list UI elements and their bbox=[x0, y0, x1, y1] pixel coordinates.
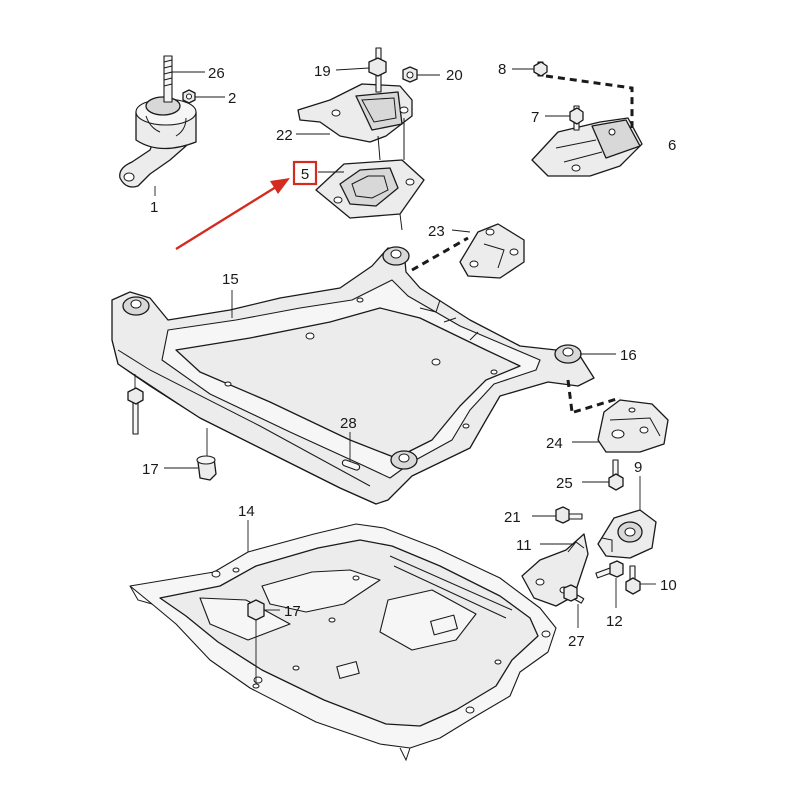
callout-17-upper: 17 bbox=[142, 461, 159, 478]
callout-15: 15 bbox=[222, 271, 239, 288]
callout-26: 26 bbox=[208, 65, 225, 82]
callout-17-lower: 17 bbox=[284, 603, 301, 620]
bolt-part-27[interactable] bbox=[563, 584, 585, 604]
stud-bolt-part-26[interactable] bbox=[163, 55, 173, 103]
bushing-part-17-upper[interactable] bbox=[196, 455, 217, 481]
bolt-part-25[interactable] bbox=[608, 459, 624, 491]
mount-bracket-part-22[interactable] bbox=[297, 83, 413, 143]
callout-24: 24 bbox=[546, 435, 563, 452]
bolt-part-8[interactable] bbox=[533, 61, 548, 77]
callout-10: 10 bbox=[660, 577, 677, 594]
bolt-part-19[interactable] bbox=[368, 47, 387, 93]
callout-7: 7 bbox=[531, 109, 539, 126]
torque-rod-mount-part-9[interactable] bbox=[597, 509, 657, 559]
bracket-part-24[interactable] bbox=[597, 399, 669, 453]
red-pointer-arrow bbox=[175, 178, 290, 251]
bolt-left-subframe[interactable] bbox=[127, 387, 144, 435]
engine-mount-part-1[interactable] bbox=[119, 96, 197, 188]
callout-22: 22 bbox=[276, 127, 293, 144]
bolt-part-12[interactable] bbox=[595, 560, 624, 579]
fastener-part-17-lower[interactable] bbox=[247, 599, 265, 689]
callout-9: 9 bbox=[634, 459, 642, 476]
mount-bracket-part-6[interactable] bbox=[531, 117, 643, 177]
bolt-part-21[interactable] bbox=[555, 506, 583, 524]
subframe-part-15[interactable] bbox=[111, 246, 595, 505]
bracket-part-23[interactable] bbox=[459, 223, 525, 279]
callout-28: 28 bbox=[340, 415, 357, 432]
callout-14: 14 bbox=[238, 503, 255, 520]
nut-part-20[interactable] bbox=[402, 66, 418, 83]
callout-1: 1 bbox=[150, 199, 158, 216]
transmission-mount-part-5[interactable] bbox=[315, 118, 425, 231]
underbody-shield-part-14[interactable] bbox=[129, 523, 557, 762]
nut-part-2[interactable] bbox=[182, 89, 196, 104]
callout-6: 6 bbox=[668, 137, 676, 154]
bolt-part-10[interactable] bbox=[625, 565, 641, 595]
callout-27: 27 bbox=[568, 633, 585, 650]
callout-12: 12 bbox=[606, 613, 623, 630]
callout-20: 20 bbox=[446, 67, 463, 84]
callout-labels: 26 2 1 19 20 22 8 7 6 23 15 16 28 24 17 … bbox=[142, 61, 677, 650]
callout-8: 8 bbox=[498, 61, 506, 78]
callout-23: 23 bbox=[428, 223, 445, 240]
callout-2: 2 bbox=[228, 90, 236, 107]
bolt-part-7[interactable] bbox=[569, 105, 584, 131]
callout-25: 25 bbox=[556, 475, 573, 492]
callout-21: 21 bbox=[504, 509, 521, 526]
callout-5: 5 bbox=[301, 166, 309, 183]
callout-19: 19 bbox=[314, 63, 331, 80]
callout-16: 16 bbox=[620, 347, 637, 364]
highlight-marker-part-5[interactable]: 5 bbox=[292, 160, 318, 186]
callout-11: 11 bbox=[516, 537, 532, 554]
